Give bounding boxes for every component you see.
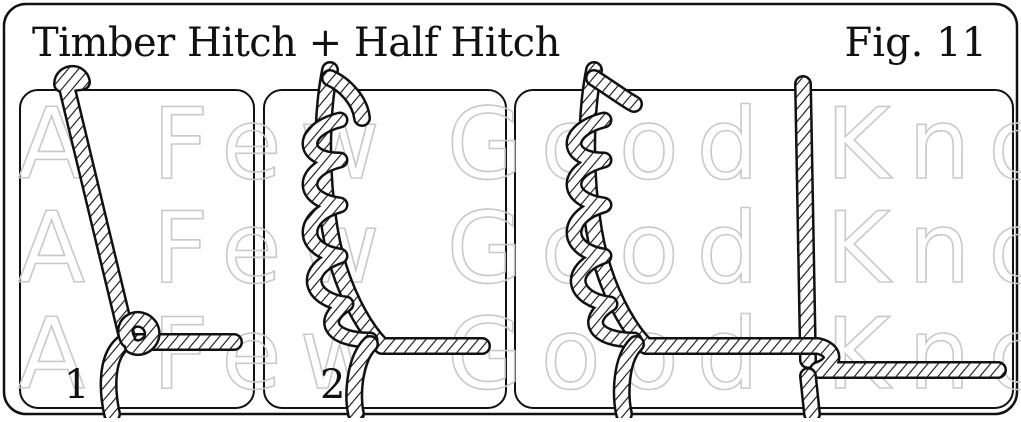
watermark-row-1: A Few Good Knots [18,88,1021,202]
watermark-row-3: A Few Good Knots [18,298,1021,412]
panel-1-step-label: 1 [64,362,89,408]
figure-title: Timber Hitch + Half Hitch [32,20,560,66]
watermark-row-2: A Few Good Knots [18,192,1021,306]
figure-number: Fig. 11 [845,20,987,66]
panel-2-step-label: 2 [320,362,345,408]
